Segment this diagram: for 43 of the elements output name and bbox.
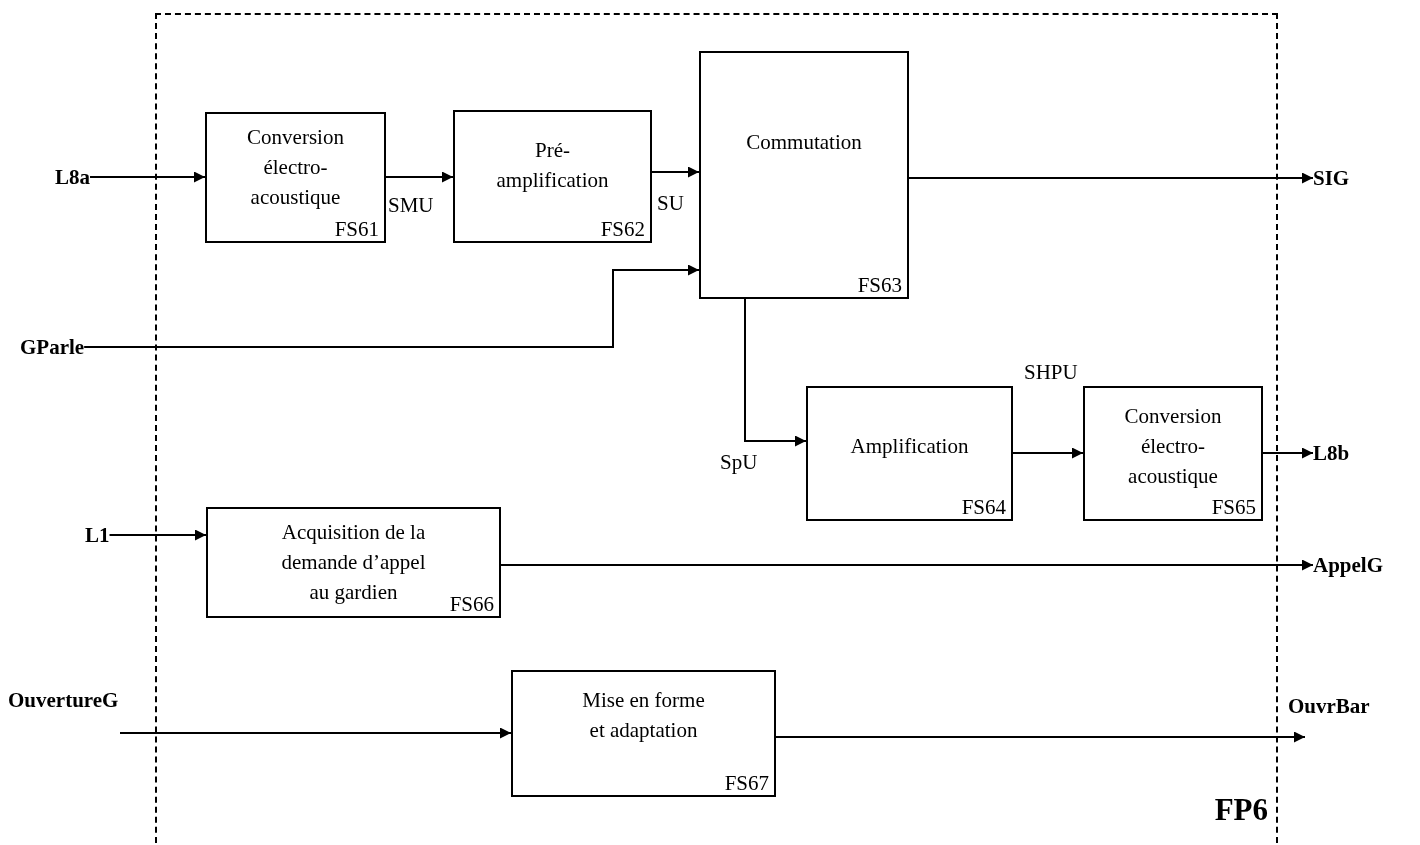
function-box: [806, 386, 1013, 521]
function-code: FS62: [600, 217, 645, 241]
block-title: FP6: [1214, 792, 1268, 828]
signal-name: L1: [85, 523, 110, 547]
arrow: [108, 529, 207, 541]
arrow: [744, 298, 807, 447]
function-label: Mise en forme et adaptation: [581, 687, 706, 744]
function-code: FS63: [857, 273, 902, 297]
signal-name: L8b: [1313, 441, 1350, 465]
function-label: Commutation: [745, 129, 863, 156]
function-box: [511, 670, 776, 797]
function-label: Conversion électro-acoustique: [246, 124, 345, 211]
arrow: [1262, 447, 1314, 459]
arrow: [775, 731, 1306, 743]
function-label: Conversion électro-acoustique: [1123, 403, 1223, 490]
arrow: [1012, 447, 1084, 459]
dashed-frame: [155, 13, 1278, 845]
function-label: Amplification: [849, 433, 970, 460]
function-code: FS64: [961, 495, 1006, 519]
signal-name: OuvertureG: [8, 688, 119, 733]
signal-name: GParle: [20, 335, 85, 359]
function-label: Pré-amplification: [495, 137, 610, 194]
function-box: [206, 507, 501, 618]
function-box: [205, 112, 386, 243]
function-box: [699, 51, 909, 299]
signal-name: AppelG: [1313, 553, 1383, 577]
function-code: FS65: [1211, 495, 1256, 519]
function-box: [453, 110, 652, 243]
arrow: [651, 166, 700, 178]
function-code: FS61: [334, 217, 379, 241]
arrow: [385, 171, 454, 183]
signal-name: OuvrBar: [1288, 694, 1370, 737]
function-box: [1083, 386, 1263, 521]
arrow: [83, 264, 700, 348]
function-code: FS67: [724, 771, 769, 795]
arrow: [500, 559, 1314, 571]
signal-name: L8a: [55, 165, 90, 189]
arrow: [89, 171, 206, 183]
signal-name: SIG: [1313, 166, 1350, 190]
function-code: FS66: [449, 592, 494, 616]
function-label: Acquisition de la demande d’appel au gardien: [280, 519, 427, 606]
arrow: [908, 172, 1314, 184]
arrow: [119, 727, 512, 739]
